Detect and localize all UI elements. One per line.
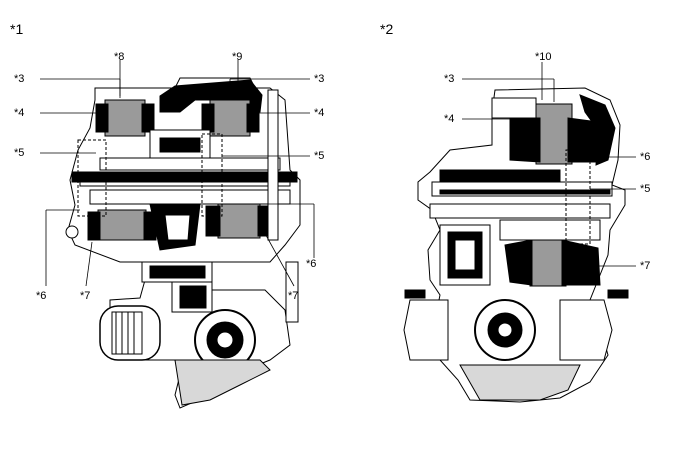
callout-3-left: *3 xyxy=(14,73,25,85)
callout-5: *5 xyxy=(640,183,651,195)
callout-7: *7 xyxy=(640,260,651,272)
callout-3: *3 xyxy=(444,73,455,85)
panel-2-heading: *2 xyxy=(380,21,394,37)
callout-9: *9 xyxy=(232,51,243,63)
callout-6-bottom-right: *6 xyxy=(306,258,317,270)
callout-4-right: *4 xyxy=(314,107,325,119)
panel-1-heading: *1 xyxy=(10,21,24,37)
callout-4: *4 xyxy=(444,113,455,125)
panel-2-leader-lines xyxy=(462,62,636,267)
panel-2-cross-section xyxy=(403,87,629,403)
callout-4-left: *4 xyxy=(14,107,25,119)
callout-6: *6 xyxy=(640,151,651,163)
callout-6-bottom-left: *6 xyxy=(36,290,47,302)
callout-3-right: *3 xyxy=(314,73,325,85)
callout-7-bottom-left: *7 xyxy=(80,290,91,302)
panel-1-leader-lines xyxy=(40,60,315,287)
callout-7-bottom-right: *7 xyxy=(288,290,299,302)
callout-10: *10 xyxy=(535,51,552,63)
callout-8: *8 xyxy=(114,51,125,63)
callout-5-left: *5 xyxy=(14,147,25,159)
callout-5-right: *5 xyxy=(314,150,325,162)
panel-1-cross-section xyxy=(65,77,301,409)
